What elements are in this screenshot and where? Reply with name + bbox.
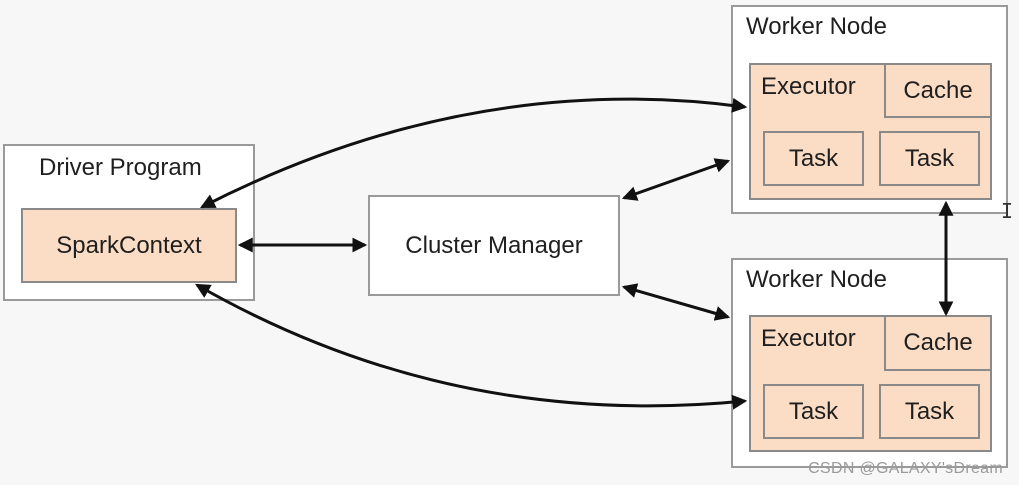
- task-2b-box: Task: [879, 384, 980, 439]
- worker-node-2-title: Worker Node: [746, 266, 887, 293]
- cluster-manager-box: Cluster Manager: [368, 195, 620, 296]
- spark-context-box: SparkContext: [21, 208, 237, 283]
- cache-1-box: Cache: [884, 63, 992, 118]
- executor-2-label: Executor: [761, 325, 856, 352]
- worker-node-1-title: Worker Node: [746, 13, 887, 40]
- task-2b-label: Task: [904, 397, 955, 425]
- driver-program-title: Driver Program: [39, 154, 202, 181]
- task-1b-box: Task: [879, 131, 980, 186]
- arrow-cluster-to-worker-2: [621, 283, 731, 321]
- watermark: CSDN @GALAXY'sDream: [808, 460, 1003, 477]
- task-1b-label: Task: [904, 144, 955, 172]
- text-cursor-icon: I: [1001, 199, 1014, 223]
- task-1a-label: Task: [788, 144, 839, 172]
- executor-1-label: Executor: [761, 73, 856, 100]
- arrow-spark-to-worker-1: [199, 97, 748, 209]
- cache-2-box: Cache: [884, 315, 992, 371]
- task-2a-label: Task: [788, 397, 839, 425]
- cache-2-label: Cache: [903, 329, 973, 356]
- cache-1-label: Cache: [903, 76, 973, 104]
- arrow-cluster-to-worker-1: [621, 158, 731, 201]
- arrow-spark-to-worker-2: [195, 283, 748, 410]
- cluster-manager-label: Cluster Manager: [405, 231, 583, 259]
- task-1a-box: Task: [763, 131, 864, 186]
- task-2a-box: Task: [763, 384, 864, 439]
- spark-context-label: SparkContext: [56, 231, 202, 259]
